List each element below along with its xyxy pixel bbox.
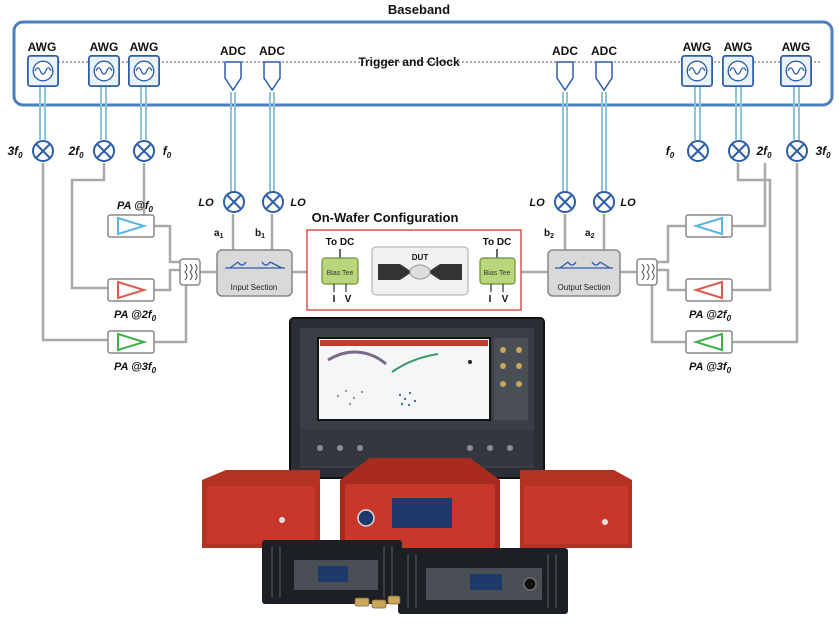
pa-left-3f0: PA @3f0: [107, 330, 157, 375]
to-dc-label: To DC: [326, 237, 355, 248]
awg-label: AWG: [90, 40, 119, 54]
dut-label: DUT: [412, 253, 429, 262]
awg-label: AWG: [28, 40, 57, 54]
lo-mixer-b2: LO: [529, 191, 576, 213]
mixer-icon: [728, 140, 750, 162]
lo-label: LO: [620, 197, 636, 209]
mixer-icon: [262, 191, 284, 213]
mixer-right-3f0: 3f0: [786, 140, 831, 162]
awg-right-3f0: AWG: [780, 40, 812, 87]
adc-label: ADC: [552, 44, 578, 58]
adc-a1: ADC: [220, 44, 246, 91]
awg-icon: [27, 55, 59, 87]
bias-tee-label: Bias Tee: [484, 270, 511, 277]
mixer-left-3f0: 3f0: [7, 140, 54, 162]
pa-right-f0: PA @f0: [685, 214, 733, 240]
harmonic-label: f0: [163, 144, 172, 160]
pa-label: PA @3f0: [689, 361, 732, 375]
combiner-left: [179, 258, 201, 286]
mixer-icon: [786, 140, 808, 162]
lo-label: LO: [198, 197, 214, 209]
harmonic-label: f0: [666, 144, 675, 160]
mixer-right-2f0: 2f0: [728, 140, 772, 162]
lo-label: LO: [529, 197, 545, 209]
instrument-rack-photo: [202, 317, 632, 614]
awg-label: AWG: [724, 40, 753, 54]
lo-mixer-a1: LO: [198, 191, 245, 213]
mixer-icon: [93, 140, 115, 162]
wave-label-a2: a2: [585, 228, 595, 240]
mixer-icon: [687, 140, 709, 162]
v-label: V: [345, 294, 352, 305]
wave-label-a1: a1: [214, 228, 224, 240]
v-label: V: [502, 294, 509, 305]
pa-right-3f0: PA @3f0: [685, 330, 733, 375]
mixer-left-f0: f0: [133, 140, 172, 162]
dut: DUT: [371, 246, 469, 296]
output-section: Output Section: [547, 249, 621, 297]
combiner-right: [636, 258, 658, 286]
awg-label: AWG: [130, 40, 159, 54]
bias-tee-right: To DC Bias Tee I V: [479, 237, 516, 305]
pa-label: PA @f0: [117, 200, 154, 214]
awg-label: AWG: [782, 40, 811, 54]
adc-label: ADC: [591, 44, 617, 58]
awg-icon: [780, 55, 812, 87]
mixer-icon: [32, 140, 54, 162]
adc-b2: ADC: [552, 44, 578, 91]
pa-left-2f0: PA @2f0: [107, 278, 157, 323]
pa-right-2f0: PA @2f0: [685, 278, 733, 323]
baseband-title: Baseband: [388, 2, 450, 17]
harmonic-label: 2f0: [67, 144, 84, 160]
onwafer-label: On-Wafer Configuration: [312, 210, 459, 225]
mixer-icon: [593, 191, 615, 213]
awg-right-f0: AWG: [681, 40, 713, 87]
awg-icon: [681, 55, 713, 87]
input-section: Input Section: [216, 249, 293, 297]
wave-label-b2: b2: [544, 228, 554, 240]
bias-tee-left: To DC Bias Tee I V: [321, 237, 359, 305]
lo-label: LO: [290, 197, 306, 209]
to-dc-label: To DC: [483, 237, 512, 248]
harmonic-label: 3f0: [815, 144, 831, 160]
pa-label: PA @2f0: [114, 309, 157, 323]
mixer-icon: [223, 191, 245, 213]
adc-b1: ADC: [259, 44, 285, 91]
mixer-left-2f0: 2f0: [67, 140, 115, 162]
output-section-label: Output Section: [558, 283, 611, 292]
adc-label: ADC: [220, 44, 246, 58]
wave-label-b1: b1: [255, 228, 265, 240]
awg-label: AWG: [683, 40, 712, 54]
awg-right-2f0: AWG: [722, 40, 754, 87]
pa-label: PA @3f0: [114, 361, 157, 375]
baseband-block: Baseband Trigger and Clock: [12, 2, 834, 107]
awg-icon: [88, 55, 120, 87]
mixer-icon: [554, 191, 576, 213]
harmonic-label: 3f0: [7, 144, 23, 160]
i-label: I: [489, 294, 492, 305]
harmonic-label: 2f0: [755, 144, 772, 160]
awg-left-2f0: AWG: [88, 40, 120, 87]
awg-icon: [128, 55, 160, 87]
input-section-label: Input Section: [231, 283, 278, 292]
signal-lines: [39, 87, 800, 192]
awg-left-3f0: AWG: [27, 40, 59, 87]
trigger-clock-label: Trigger and Clock: [358, 55, 460, 69]
adc-label: ADC: [259, 44, 285, 58]
mixer-right-f0: f0: [666, 140, 709, 162]
bias-tee-label: Bias Tee: [327, 270, 354, 277]
pa-left-f0: PA @f0: [107, 200, 155, 238]
mixer-icon: [133, 140, 155, 162]
pa-label: PA @2f0: [689, 309, 732, 323]
i-label: I: [333, 294, 336, 305]
lo-mixer-a2: LO: [593, 191, 636, 213]
lo-mixer-b1: LO: [262, 191, 306, 213]
adc-a2: ADC: [591, 44, 617, 91]
awg-icon: [722, 55, 754, 87]
awg-left-f0: AWG: [128, 40, 160, 87]
